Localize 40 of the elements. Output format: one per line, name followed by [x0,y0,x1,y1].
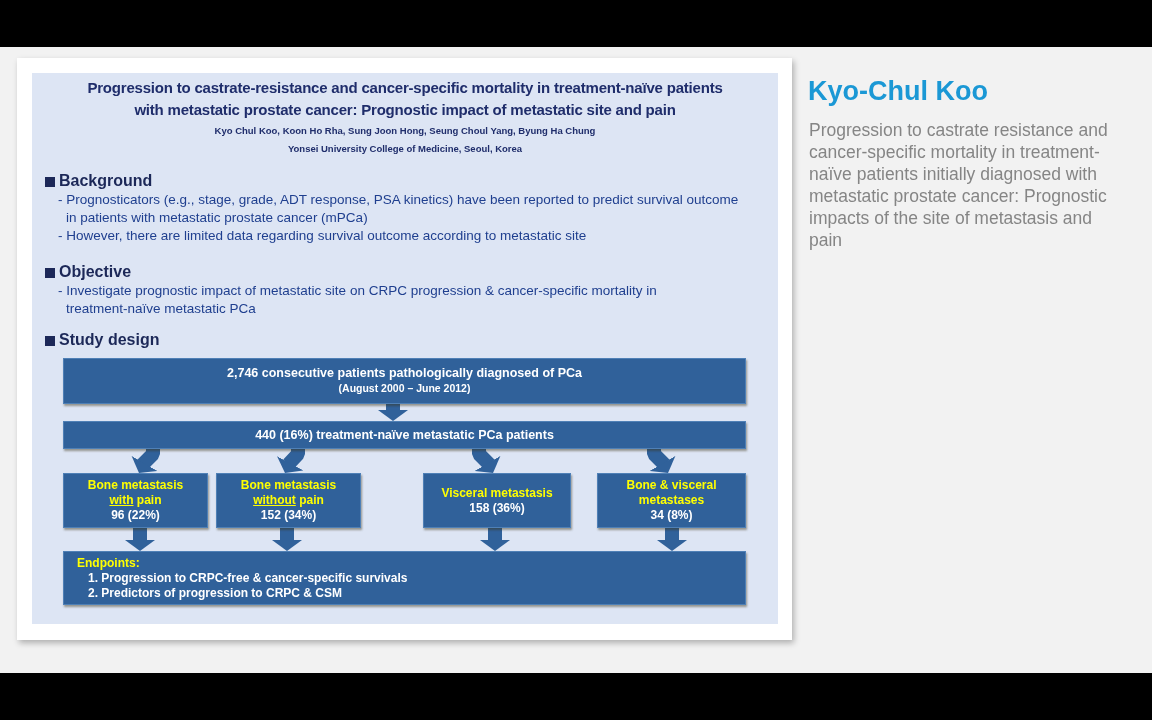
flow-box [216,473,361,528]
bullet-text: - However, there are limited data regarding survival outcome according to metastatic site [58,227,588,245]
endpoint-item: 2. Predictors of progression to CRPC & CSM [87,585,343,601]
poster-title: Progression to castrate-resistance and cancer-specific mortality in treatment-naïve patients with metastatic prostate cancer: Prognostic impact of metastatic site and pain [86,78,724,120]
group-heading: Bone metastasis with pain [86,478,185,508]
bullet-text: - Prognosticators (e.g., stage, grade, ADT response, PSA kinetics) have been reported to predict survival outcome in patients with metastatic prostate cancer (mPCa) [58,191,740,227]
section-heading: Background [59,171,154,190]
group-heading: Bone & visceral metastases [625,478,718,508]
box-text: 440 (16%) treatment-naïve metastatic PCa patients [255,427,554,443]
flow-box [63,473,208,528]
flow-box [423,473,571,528]
arrow [472,447,501,475]
arrow [277,447,305,475]
arrow [272,528,302,551]
bullet-text: - Investigate prognostic impact of metastatic site on CRPC progression & cancer-specific mortality in treatment-naïve metastatic PCa [58,282,658,318]
flow-box [63,421,746,449]
box-text: 2,746 consecutive patients pathologically diagnosed of PCa [227,366,582,381]
arrow [131,447,160,475]
endpoints-heading: Endpoints: [76,555,140,571]
arrow [378,404,408,421]
arrow [657,528,687,551]
group-heading: Visceral metastasis [441,485,553,501]
section-heading: Objective [59,262,133,281]
arrow [647,447,676,475]
talk-description: Progression to castrate resistance and cancer-specific mortality in treatment-naïve patients initially diagnosed with metastatic prostate cancer: Prognostic impacts of the site of metastasis and pain [809,119,1109,251]
flow-box [597,473,746,528]
group-heading: Bone metastasis without pain [239,478,338,508]
section-heading: Study design [59,330,161,349]
patient-count: 34 (8%) [650,508,693,523]
presenter-name: Kyo-Chul Koo [808,75,989,108]
patient-count: 152 (34%) [260,508,317,523]
patient-count: 158 (36%) [469,500,525,516]
patient-count: 96 (22%) [111,508,160,523]
date-range: (August 2000 – June 2012) [338,381,471,396]
author-list: Kyo Chul Koo, Koon Ho Rha, Sung Joon Hong, Seung Choul Yang, Byung Ha Chung [40,124,770,137]
arrow [480,528,510,551]
flow-box [63,358,746,404]
flow-box [63,551,746,605]
endpoint-item: 1. Progression to CRPC-free & cancer-specific survivals [87,570,408,586]
affiliation-text: Yonsei University College of Medicine, Seoul, Korea [286,142,524,155]
